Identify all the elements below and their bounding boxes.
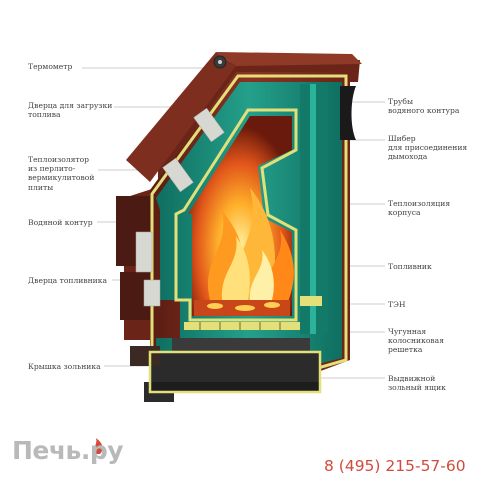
heater-element [300, 296, 322, 306]
label-firebox-door: Дверца топливника [28, 276, 108, 285]
label-heater: ТЭН [388, 300, 406, 309]
label-heat-insulator: Теплоизолятор из перлито- вермикулитовой… [28, 155, 95, 192]
grate-slots [199, 322, 281, 330]
label-thermometer: Термометр [28, 62, 73, 71]
label-water-pipes: Трубы водяного контура [388, 97, 460, 116]
flames [207, 188, 294, 302]
thermometer-center [218, 60, 222, 64]
ash-drawer-inner [172, 338, 310, 352]
boiler-front-slope [126, 52, 236, 182]
inner-insulation-outline [174, 108, 298, 322]
logo-flame-icon [94, 438, 103, 454]
boiler-top [216, 52, 362, 66]
phone-number: 8 (495) 215-57-60 [324, 457, 466, 475]
ash-cover-plate [130, 346, 160, 366]
label-loading-door: Дверца для загрузки топлива [28, 101, 113, 120]
label-firebox: Топливник [388, 262, 432, 271]
heat-insulator-plates [135, 107, 225, 307]
label-ash-drawer: Выдвижной зольный ящик [388, 374, 446, 393]
grate-bar [184, 322, 300, 330]
base-plate [150, 382, 320, 392]
ash-drawer-box [150, 352, 320, 382]
base-outline [148, 350, 322, 394]
ember-glow [207, 302, 280, 311]
label-damper: Шибер для присоединения дымохода [388, 134, 468, 162]
damper-opening [340, 86, 356, 140]
label-ash-cover: Крышка зольника [28, 362, 101, 371]
brand-logo: Печь.ру [12, 436, 124, 465]
water-pipe-column-highlight [310, 84, 316, 334]
label-grate: Чугунная колосниковая решетка [388, 327, 445, 355]
label-water-circuit: Водяной контур [28, 218, 93, 227]
label-body-insulation: Теплоизоляция корпуса [388, 199, 451, 218]
